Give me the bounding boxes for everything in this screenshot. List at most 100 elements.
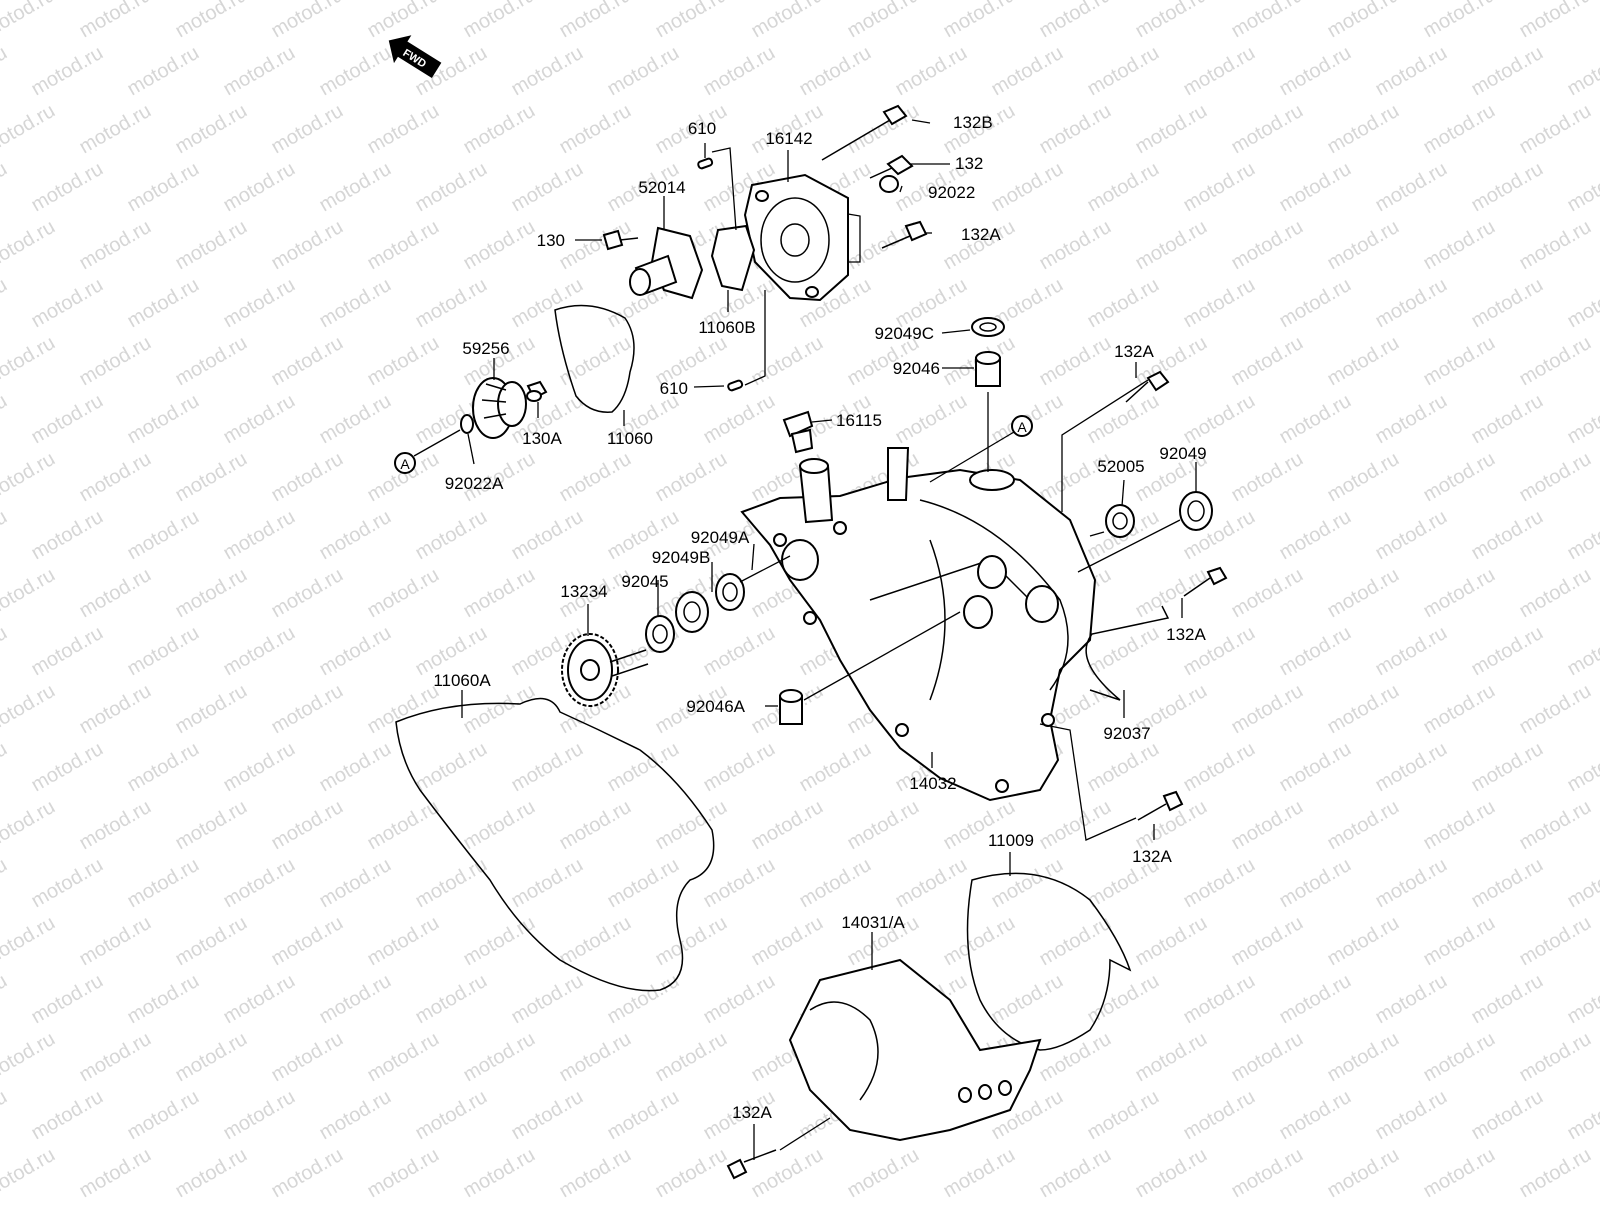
watermark-text: motod.ru — [268, 1028, 347, 1087]
watermark-text: motod.ru — [700, 390, 779, 449]
watermark-text: motod.ru — [1420, 448, 1499, 507]
watermark-text: motod.ru — [1516, 564, 1595, 623]
watermark-text: motod.ru — [28, 158, 107, 217]
watermark-text: motod.ru — [268, 100, 347, 159]
label-130A: 130A — [522, 429, 562, 448]
watermark-text: motod.ru — [1036, 1144, 1115, 1200]
watermark-text: motod.ru — [28, 854, 107, 913]
watermark-text: motod.ru — [1372, 738, 1451, 797]
watermark-text: motod.ru — [76, 1144, 155, 1200]
watermark-text: motod.ru — [220, 42, 299, 101]
label-11060A: 11060A — [433, 671, 491, 690]
watermark-text: motod.ru — [172, 680, 251, 739]
label-92046: 92046 — [893, 359, 940, 378]
label-92049: 92049 — [1159, 444, 1206, 463]
watermark-text: motod.ru — [556, 796, 635, 855]
watermark-text: motod.ru — [1228, 0, 1307, 42]
watermark-text: motod.ru — [220, 738, 299, 797]
watermark-text: motod.ru — [1516, 796, 1595, 855]
watermark-text: motod.ru — [0, 158, 11, 217]
watermark-text: motod.ru — [1132, 912, 1211, 971]
watermark-text: motod.ru — [1372, 506, 1451, 565]
watermark-text: motod.ru — [0, 332, 59, 391]
watermark-text: motod.ru — [316, 970, 395, 1029]
watermark-text: motod.ru — [172, 448, 251, 507]
label-52014: 52014 — [638, 178, 685, 197]
watermark-text: motod.ru — [988, 158, 1067, 217]
label-92022: 92022 — [928, 183, 975, 202]
watermark-text: motod.ru — [364, 100, 443, 159]
watermark-text: motod.ru — [1132, 0, 1211, 42]
watermark-text: motod.ru — [1372, 970, 1451, 1029]
watermark-text: motod.ru — [0, 0, 59, 42]
watermark-text: motod.ru — [1324, 216, 1403, 275]
watermark-text: motod.ru — [0, 274, 11, 333]
watermark-text: motod.ru — [988, 854, 1067, 913]
watermark-text: motod.ru — [796, 738, 875, 797]
watermark-text: motod.ru — [268, 216, 347, 275]
watermark-text: motod.ru — [172, 912, 251, 971]
watermark-text: motod.ru — [76, 564, 155, 623]
watermark-text: motod.ru — [508, 506, 587, 565]
watermark-text: motod.ru — [796, 42, 875, 101]
watermark-text: motod.ru — [1468, 274, 1547, 333]
watermark-text: motod.ru — [220, 970, 299, 1029]
watermark-text: motod.ru — [748, 912, 827, 971]
label-92049B: 92049B — [652, 548, 711, 567]
watermark-text: motod.ru — [460, 796, 539, 855]
watermark-text: motod.ru — [1084, 274, 1163, 333]
watermark-text: motod.ru — [28, 274, 107, 333]
watermark-text: motod.ru — [508, 158, 587, 217]
label-11060B: 11060B — [698, 318, 755, 337]
watermark-text: motod.ru — [1036, 796, 1115, 855]
watermark-text: motod.ru — [1468, 506, 1547, 565]
watermark-text: motod.ru — [124, 390, 203, 449]
watermark-text: motod.ru — [0, 1144, 59, 1200]
watermark-text: motod.ru — [124, 854, 203, 913]
watermark-text: motod.ru — [76, 1028, 155, 1087]
watermark-text: motod.ru — [268, 796, 347, 855]
label-14031A: 14031/A — [841, 913, 905, 932]
watermark-text: motod.ru — [1180, 158, 1259, 217]
label-132A-mid: 132A — [1166, 625, 1206, 644]
watermark-text: motod.ru — [1372, 42, 1451, 101]
watermark-text: motod.ru — [0, 1086, 11, 1145]
watermark-text: motod.ru — [1084, 390, 1163, 449]
watermark-text: motod.ru — [1084, 1086, 1163, 1145]
watermark-text: motod.ru — [1036, 912, 1115, 971]
watermark-text: motod.ru — [0, 564, 59, 623]
watermark-text: motod.ru — [1564, 1086, 1600, 1145]
watermark-text: motod.ru — [748, 796, 827, 855]
clutch-cover-14032 — [742, 448, 1095, 800]
watermark-text: motod.ru — [1228, 1028, 1307, 1087]
watermark-text: motod.ru — [1036, 332, 1115, 391]
watermark-text: motod.ru — [460, 912, 539, 971]
watermark-text: motod.ru — [1372, 854, 1451, 913]
watermark-text: motod.ru — [316, 274, 395, 333]
plug-16115 — [784, 412, 812, 452]
watermark-text: motod.ru — [1084, 42, 1163, 101]
watermark-text: motod.ru — [1564, 506, 1600, 565]
watermark-text: motod.ru — [1324, 100, 1403, 159]
watermark-text: motod.ru — [76, 0, 155, 42]
label-92049A: 92049A — [691, 528, 750, 547]
watermark-text: motod.ru — [1036, 1028, 1115, 1087]
watermark-text: motod.ru — [1372, 158, 1451, 217]
oil-seal-92049A — [716, 574, 744, 610]
label-132A-pump: 132A — [961, 225, 1001, 244]
watermark-text: motod.ru — [268, 680, 347, 739]
watermark-text: motod.ru — [604, 738, 683, 797]
watermark-text: motod.ru — [0, 854, 11, 913]
watermark-text: motod.ru — [1276, 274, 1355, 333]
watermark-text: motod.ru — [124, 738, 203, 797]
watermark-text: motod.ru — [364, 680, 443, 739]
watermark-text: motod.ru — [412, 274, 491, 333]
watermark-text: motod.ru — [172, 1144, 251, 1200]
watermark-text: motod.ru — [988, 970, 1067, 1029]
watermark-text: motod.ru — [28, 1086, 107, 1145]
watermark-text: motod.ru — [124, 158, 203, 217]
watermark-text: motod.ru — [1324, 332, 1403, 391]
watermark-text: motod.ru — [0, 970, 11, 1029]
watermark-text: motod.ru — [1372, 1086, 1451, 1145]
watermark-text: motod.ru — [28, 622, 107, 681]
